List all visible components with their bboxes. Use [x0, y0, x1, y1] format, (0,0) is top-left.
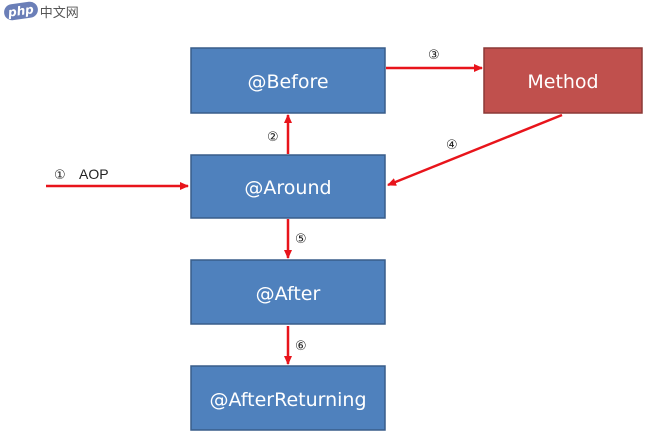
after-label: @After — [256, 283, 321, 305]
afterreturning-label: @AfterReturning — [209, 389, 366, 411]
aop-label: AOP — [79, 166, 109, 182]
after-box: @After — [190, 259, 386, 325]
method-label: Method — [527, 71, 598, 93]
before-label: @Before — [247, 71, 328, 93]
before-box: @Before — [190, 47, 386, 114]
step-1-marker: ① — [54, 168, 66, 183]
step-5-marker: ⑤ — [295, 232, 307, 247]
around-box: @Around — [190, 154, 386, 219]
arrow-method-to-around — [387, 113, 563, 187]
method-box: Method — [483, 47, 643, 114]
step-6-marker: ⑥ — [295, 339, 307, 354]
step-3-marker: ③ — [428, 48, 440, 63]
afterreturning-box: @AfterReturning — [190, 365, 386, 431]
step-2-marker: ② — [267, 130, 279, 145]
watermark: php 中文网 — [3, 0, 79, 22]
watermark-site-text: 中文网 — [39, 5, 79, 21]
around-label: @Around — [244, 177, 331, 199]
step-4-marker: ④ — [446, 138, 458, 153]
